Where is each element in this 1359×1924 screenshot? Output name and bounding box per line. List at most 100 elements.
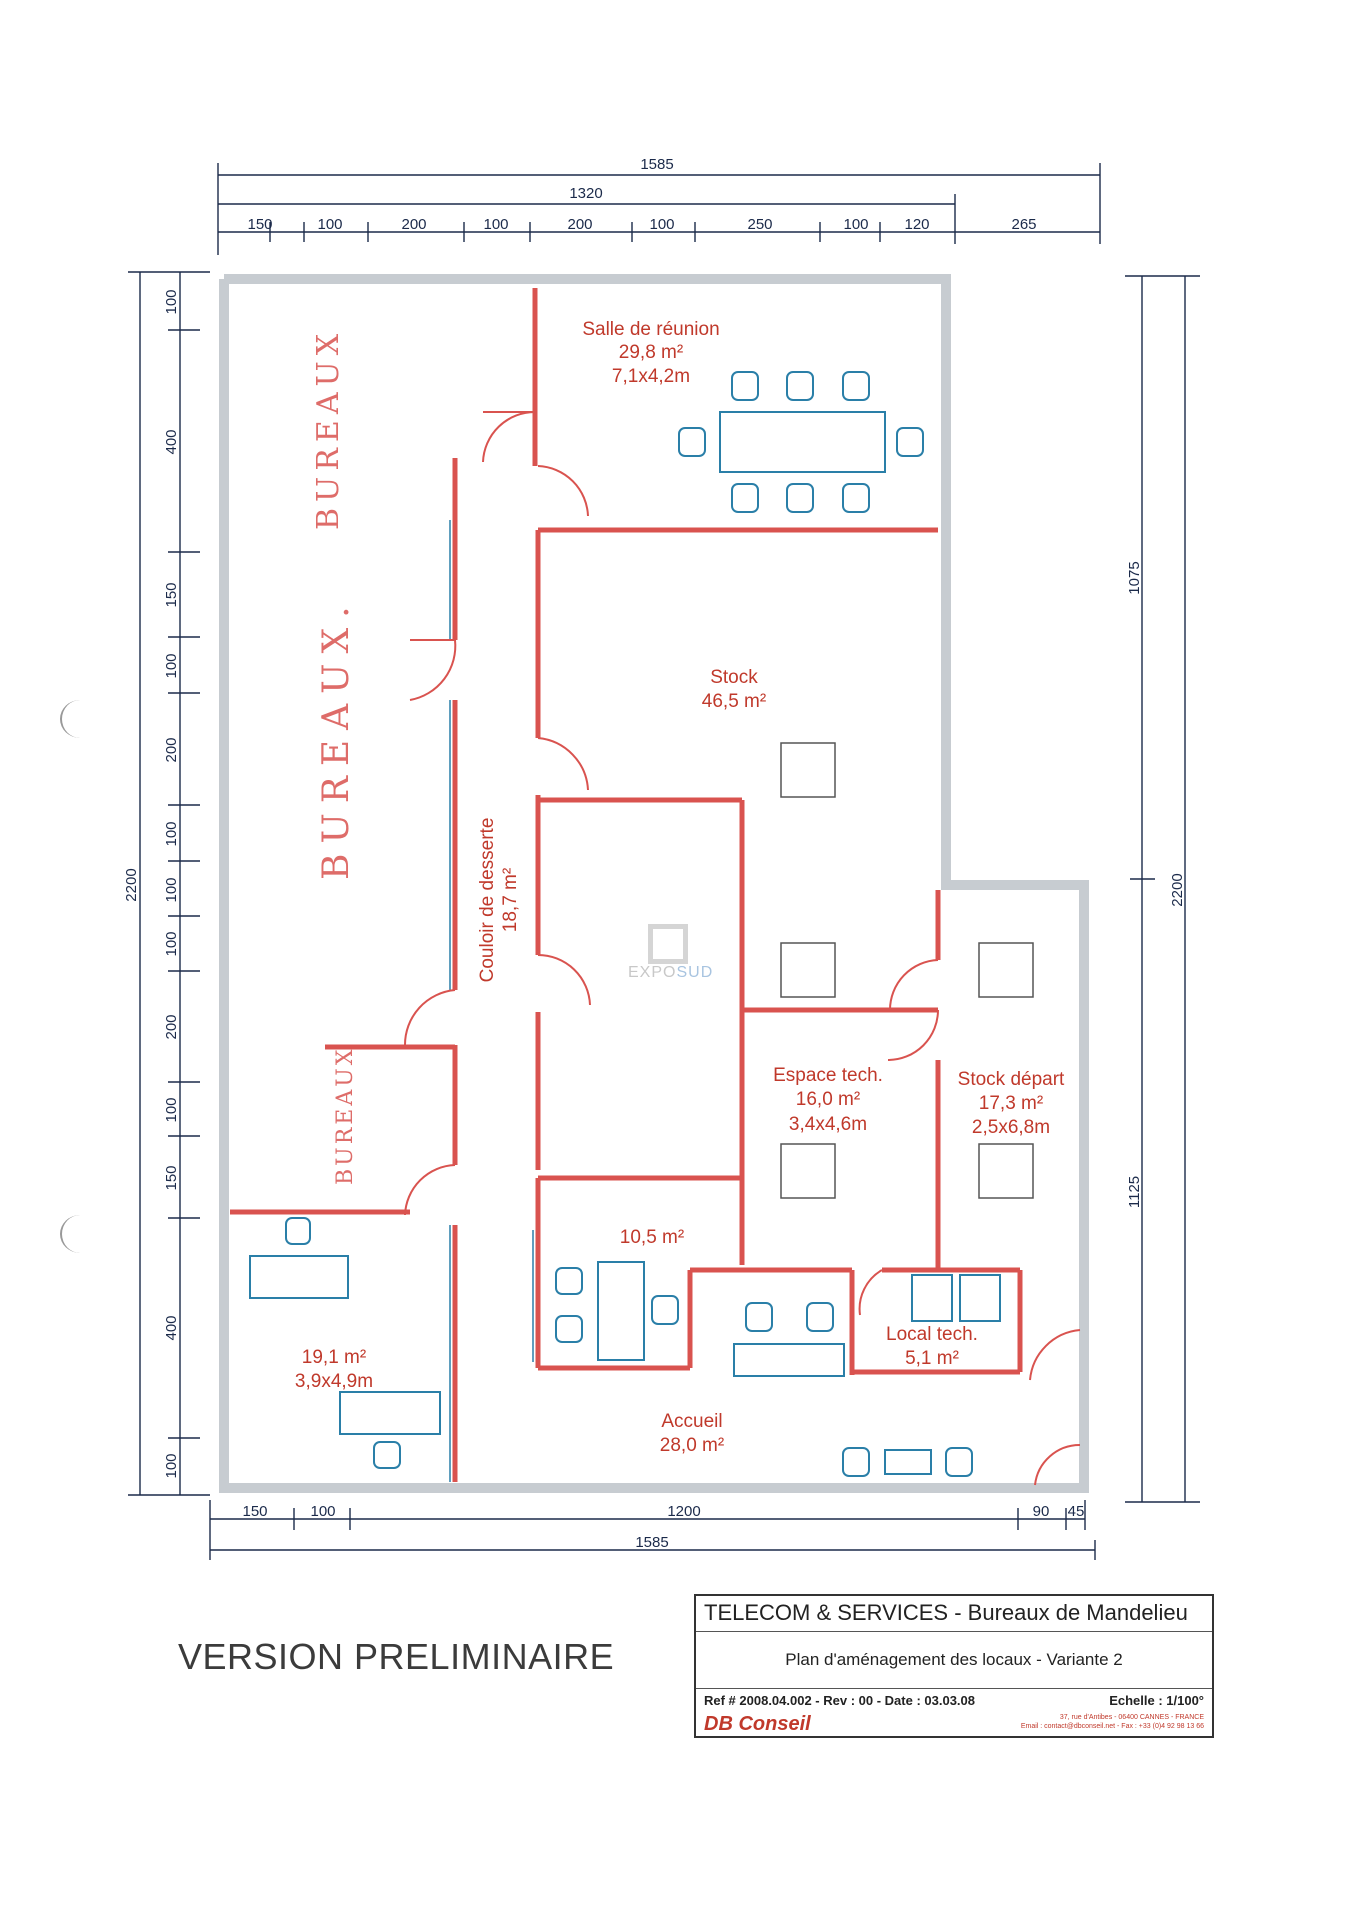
desk bbox=[597, 1261, 645, 1361]
chair-icon bbox=[285, 1217, 311, 1245]
chair-icon bbox=[555, 1267, 583, 1295]
dim-bottom-seg: 150 bbox=[242, 1503, 267, 1520]
handwritten-label: BUREAUX bbox=[333, 1047, 358, 1185]
dim-right-lower: 1125 bbox=[1126, 1176, 1143, 1208]
dim-left-seg: 100 bbox=[163, 821, 180, 846]
dim-bottom-total: 1585 bbox=[635, 1534, 668, 1551]
room-name: Stock bbox=[710, 667, 758, 688]
desk bbox=[249, 1255, 349, 1299]
chair-icon bbox=[555, 1315, 583, 1343]
dim-left-seg: 100 bbox=[163, 653, 180, 678]
room-area: 5,1 m² bbox=[905, 1348, 959, 1369]
contact-line: Email : contact@dbconseil.net - Fax : +3… bbox=[1020, 1723, 1204, 1730]
exterior-walls bbox=[219, 274, 1089, 1493]
room-name: Salle de réunion bbox=[582, 319, 719, 340]
title-block-title: TELECOM & SERVICES - Bureaux de Mandelie… bbox=[696, 1596, 1212, 1632]
room-size: 3,4x4,6m bbox=[789, 1114, 867, 1135]
dim-top-seg: 250 bbox=[747, 216, 772, 233]
room-area: 46,5 m² bbox=[702, 691, 766, 712]
room-name: Couloir de desserte bbox=[477, 818, 498, 983]
address-line: 37, rue d'Antibes - 06400 CANNES - FRANC… bbox=[1059, 1714, 1204, 1721]
doors bbox=[403, 411, 1081, 1486]
dim-right-total: 2200 bbox=[1169, 873, 1186, 906]
room-size: 7,1x4,2m bbox=[612, 366, 690, 387]
dim-left-seg: 100 bbox=[163, 877, 180, 902]
chair-icon bbox=[731, 483, 759, 513]
left-dimension-lines bbox=[128, 271, 210, 1496]
chair-icon bbox=[842, 371, 870, 401]
handwritten-label: BUREAUX. bbox=[316, 596, 357, 880]
room-labels: Salle de réunion 29,8 m² 7,1x4,2m Stock … bbox=[295, 319, 1065, 1456]
company-address: 37, rue d'Antibes - 06400 CANNES - FRANC… bbox=[1021, 1713, 1204, 1731]
chair-icon bbox=[896, 427, 924, 457]
dim-bottom-seg: 90 bbox=[1033, 1503, 1050, 1520]
chair-icon bbox=[373, 1441, 401, 1469]
room-area: 28,0 m² bbox=[660, 1435, 724, 1456]
dim-left-seg: 200 bbox=[163, 737, 180, 762]
company-logo: DB Conseil bbox=[704, 1713, 811, 1735]
bottom-dimension-lines bbox=[209, 1500, 1096, 1560]
dim-left-seg: 150 bbox=[163, 582, 180, 607]
interior-walls bbox=[230, 288, 1023, 1482]
title-block-subtitle: Plan d'aménagement des locaux - Variante… bbox=[696, 1632, 1212, 1689]
dim-top-seg: 100 bbox=[317, 216, 342, 233]
dim-top-seg: 265 bbox=[1011, 216, 1036, 233]
room-area: 16,0 m² bbox=[796, 1089, 860, 1110]
dim-top-seg: 100 bbox=[649, 216, 674, 233]
room-name: Accueil bbox=[661, 1411, 722, 1432]
dim-left-seg: 200 bbox=[163, 1014, 180, 1039]
chair-icon bbox=[731, 371, 759, 401]
dim-top-seg: 200 bbox=[401, 216, 426, 233]
room-size: 3,9x4,9m bbox=[295, 1371, 373, 1392]
dim-left-seg: 400 bbox=[163, 429, 180, 454]
title-block: TELECOM & SERVICES - Bureaux de Mandelie… bbox=[694, 1594, 1214, 1738]
storage-boxes bbox=[780, 742, 1034, 1199]
room-area: 19,1 m² bbox=[302, 1347, 366, 1368]
dim-bottom-seg: 1200 bbox=[667, 1503, 700, 1520]
dim-left-seg: 100 bbox=[163, 931, 180, 956]
reception-desk bbox=[733, 1343, 845, 1377]
dim-top-seg: 200 bbox=[567, 216, 592, 233]
right-dimension-lines bbox=[1125, 275, 1200, 1503]
chair-icon bbox=[786, 483, 814, 513]
dim-top-sub: 1320 bbox=[569, 185, 602, 202]
dim-left-total: 2200 bbox=[123, 868, 140, 901]
desk bbox=[339, 1391, 441, 1435]
punch-hole bbox=[60, 1215, 100, 1253]
furniture bbox=[249, 371, 1001, 1477]
dim-left-seg: 400 bbox=[163, 1315, 180, 1340]
dim-top-seg: 150 bbox=[247, 216, 272, 233]
dim-top-total: 1585 bbox=[640, 156, 673, 173]
chair-icon bbox=[842, 483, 870, 513]
chair-icon bbox=[651, 1295, 679, 1325]
dim-bottom-seg: 100 bbox=[310, 1503, 335, 1520]
dim-top-seg: 120 bbox=[904, 216, 929, 233]
chair-icon bbox=[806, 1302, 834, 1332]
chair-icon bbox=[745, 1302, 773, 1332]
version-label: VERSION PRELIMINAIRE bbox=[178, 1636, 615, 1677]
chair-icon bbox=[945, 1447, 973, 1477]
room-area: 10,5 m² bbox=[620, 1227, 684, 1248]
dim-left-seg: 100 bbox=[163, 1097, 180, 1122]
chair-icon bbox=[842, 1447, 870, 1477]
rack bbox=[911, 1274, 953, 1322]
dim-top-seg: 100 bbox=[483, 216, 508, 233]
handwritten-label: BUREAUX bbox=[311, 328, 346, 530]
logo-square-icon bbox=[648, 924, 688, 964]
dim-bottom-seg: 45 bbox=[1068, 1503, 1085, 1520]
room-name: Local tech. bbox=[886, 1324, 978, 1345]
meeting-table bbox=[719, 411, 886, 473]
dim-left-seg: 100 bbox=[163, 289, 180, 314]
chair-icon bbox=[786, 371, 814, 401]
room-area: 17,3 m² bbox=[979, 1093, 1043, 1114]
top-dimension-lines bbox=[217, 163, 1101, 255]
title-block-meta: Ref # 2008.04.002 - Rev : 00 - Date : 03… bbox=[696, 1689, 1212, 1713]
scale: Echelle : 1/100° bbox=[1109, 1693, 1204, 1708]
room-size: 2,5x6,8m bbox=[972, 1117, 1050, 1138]
dim-left-seg: 150 bbox=[163, 1165, 180, 1190]
room-name: Espace tech. bbox=[773, 1065, 883, 1086]
room-area: 29,8 m² bbox=[619, 342, 683, 363]
punch-hole bbox=[60, 700, 100, 738]
dim-left-seg: 100 bbox=[163, 1453, 180, 1478]
reference: Ref # 2008.04.002 - Rev : 00 - Date : 03… bbox=[704, 1693, 975, 1708]
